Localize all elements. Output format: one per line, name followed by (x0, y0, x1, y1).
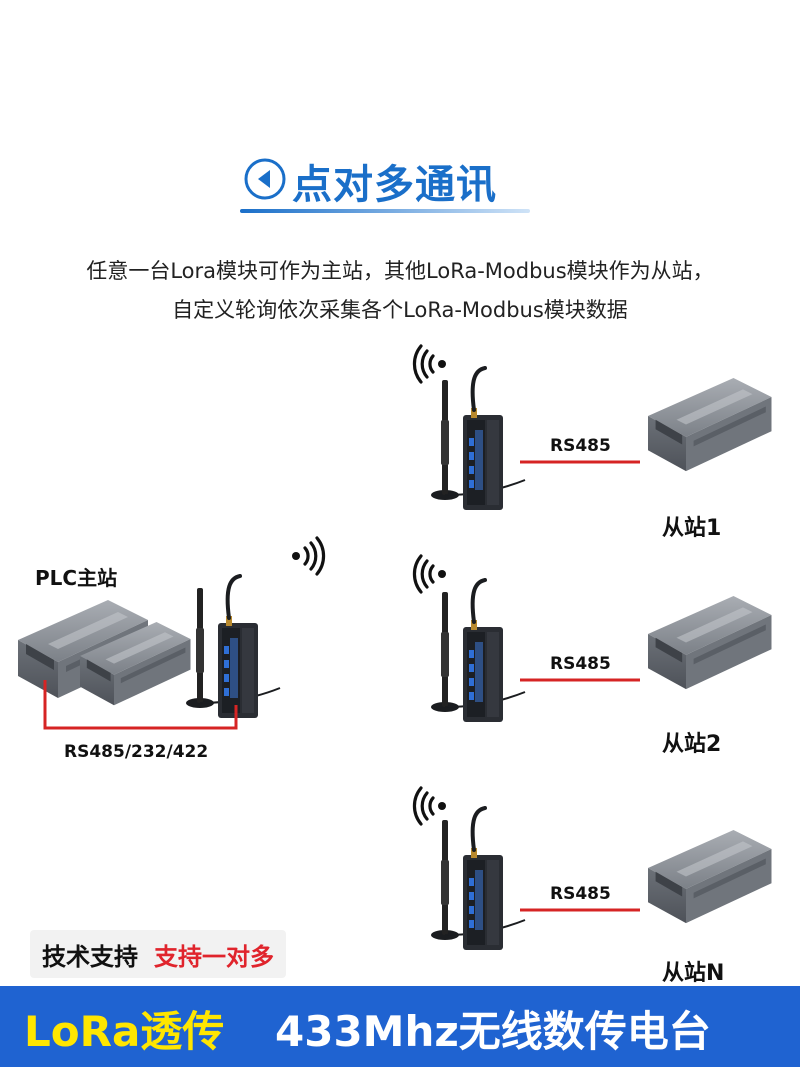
banner-text: 433Mhz无线数传电台 (275, 1007, 711, 1056)
slave-n-radio-module (429, 806, 527, 952)
master-wifi-icon (290, 536, 326, 576)
banner-highlight: LoRa透传 (24, 1007, 225, 1056)
description-line-1: 任意一台Lora模块可作为主站，其他LoRa-Modbus模块作为从站， (86, 259, 714, 283)
slave-1-plc (648, 378, 772, 472)
slave-1-radio-module (429, 366, 527, 512)
slave-1-label: 从站1 (662, 516, 722, 541)
support-label: 技术支持 (42, 942, 138, 971)
bottom-banner (0, 986, 800, 1067)
back-arrow-icon (244, 158, 286, 200)
slave-2-link-label: RS485 (550, 654, 611, 674)
slave-1-link-label: RS485 (550, 436, 611, 456)
slave-n-wifi-icon (412, 786, 448, 826)
slave-2-label: 从站2 (662, 732, 722, 757)
page-title: 点对多通讯 (292, 162, 497, 208)
master-link-label: RS485/232/422 (64, 742, 209, 762)
support-badge: 技术支持 支持一对多 (30, 930, 286, 978)
support-value: 支持一对多 (154, 942, 274, 971)
description-line-2: 自定义轮询依次采集各个LoRa-Modbus模块数据 (172, 298, 628, 322)
slave-n-link-label: RS485 (550, 884, 611, 904)
slave-2-wifi-icon (412, 554, 448, 594)
slave-1-wifi-icon (412, 344, 448, 384)
master-radio-module (184, 574, 282, 720)
title-underline (240, 209, 530, 213)
slave-n-label: 从站N (662, 961, 725, 986)
master-link-line (43, 680, 238, 730)
slave-n-plc (648, 830, 772, 924)
slave-2-plc (648, 596, 772, 690)
slave-2-radio-module (429, 578, 527, 724)
plc-master-label: PLC主站 (35, 566, 118, 590)
